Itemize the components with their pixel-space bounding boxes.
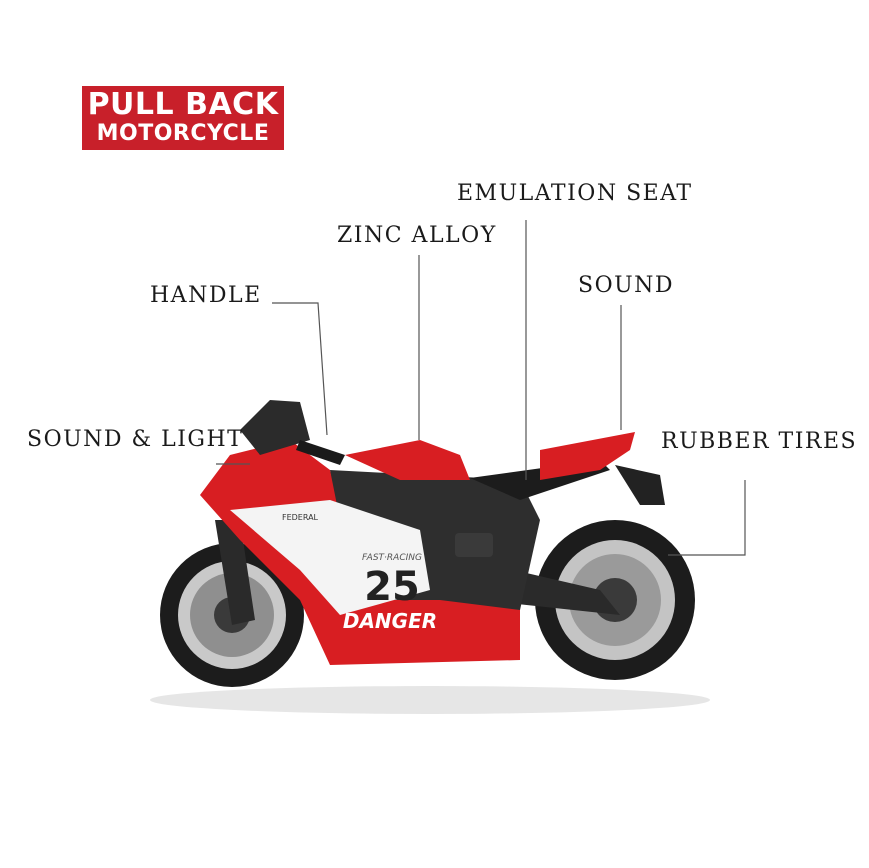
- label-rubber-tires: RUBBER TIRES: [661, 429, 858, 454]
- line-handle: [272, 302, 328, 436]
- windscreen: [240, 400, 310, 455]
- label-handle: HANDLE: [150, 283, 262, 308]
- fairing-small-text: FAST·RACING: [362, 553, 422, 563]
- rear-wheel: [535, 520, 695, 680]
- label-sound-light: SOUND & LIGHT: [27, 427, 244, 452]
- title-badge: PULL BACK MOTORCYCLE: [82, 86, 284, 150]
- label-sound: SOUND: [578, 273, 675, 298]
- handlebar: [296, 440, 345, 465]
- badge-line-2: MOTORCYCLE: [96, 121, 270, 146]
- front-fork: [215, 520, 255, 625]
- label-zinc-alloy: ZINC ALLOY: [337, 223, 497, 248]
- ground-shadow: [150, 686, 710, 714]
- label-emulation-seat: EMULATION SEAT: [457, 181, 693, 206]
- fairing: [200, 440, 520, 665]
- tail-bracket: [615, 465, 665, 505]
- side-panel: [230, 500, 430, 615]
- fairing-small-text-2: FEDERAL: [282, 513, 319, 522]
- fairing-brand-text: DANGER: [343, 609, 437, 633]
- exhaust: [455, 533, 493, 557]
- tail-section: [540, 432, 635, 480]
- line-rubber-tires: [668, 480, 746, 556]
- fuel-tank: [345, 440, 470, 480]
- badge-line-1: PULL BACK: [87, 87, 279, 122]
- race-number: 25: [364, 564, 420, 610]
